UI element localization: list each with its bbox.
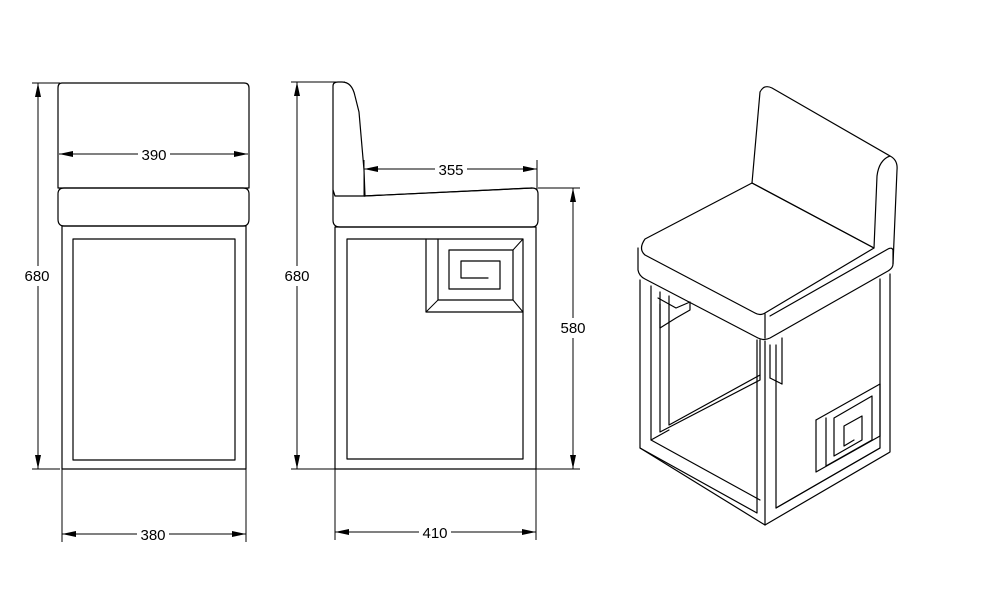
iso-fret-pattern [815, 383, 881, 473]
iso-backrest [751, 86, 898, 265]
front-frame-outer [61, 225, 247, 470]
front-top-width-dimension: 390 [59, 145, 248, 164]
side-seat-depth-label: 355 [438, 162, 463, 179]
iso-seat-side [637, 247, 894, 341]
side-seat-depth-dimension: 355 [363, 160, 538, 196]
side-fret-pattern [425, 238, 524, 313]
side-view: 680 355 580 [282, 81, 588, 542]
front-seat-cushion [57, 187, 250, 227]
front-view: 680 390 380 [22, 82, 250, 544]
iso-frame [639, 273, 891, 526]
side-seat-height-dimension: 580 [536, 187, 588, 470]
front-height-label: 680 [24, 268, 49, 285]
side-height-dimension: 680 [282, 81, 345, 470]
side-frame-outer [334, 226, 537, 470]
front-base-width-dimension: 380 [61, 469, 247, 544]
side-base-width-dimension: 410 [334, 469, 537, 542]
side-base-width-label: 410 [422, 525, 447, 542]
iso-seat-top [640, 182, 875, 316]
side-height-label: 680 [284, 268, 309, 285]
front-top-width-label: 390 [141, 147, 166, 164]
side-seat-cushion [332, 187, 539, 228]
side-seat-height-label: 580 [560, 320, 585, 337]
front-frame-inner [72, 238, 236, 461]
side-frame-inner [346, 238, 524, 460]
side-backrest [332, 81, 366, 197]
isometric-view [637, 86, 898, 526]
front-height-dimension: 680 [22, 82, 60, 470]
front-backrest [57, 82, 250, 189]
front-base-width-label: 380 [140, 527, 165, 544]
